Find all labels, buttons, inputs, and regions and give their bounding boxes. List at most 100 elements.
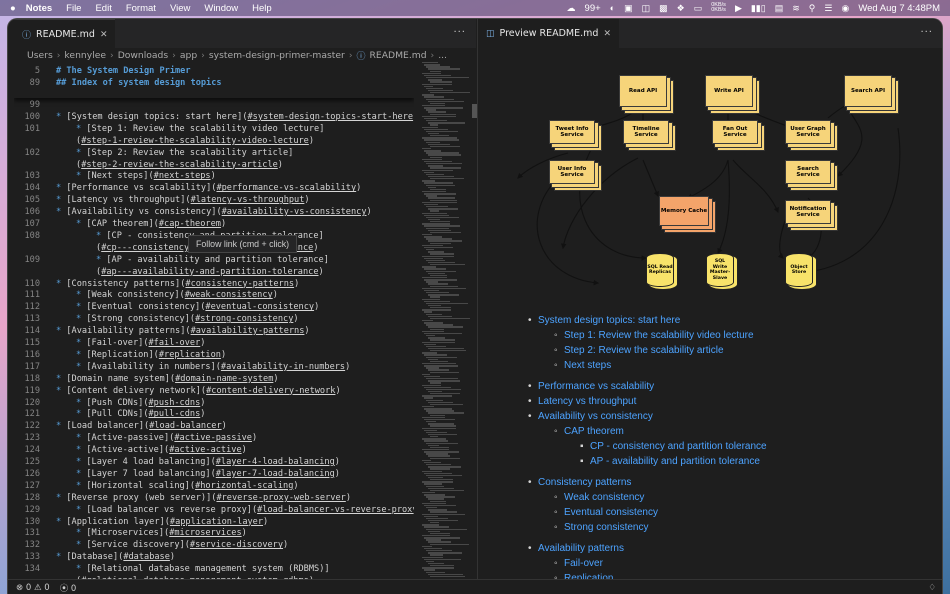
toc-link[interactable]: Availability patterns: [538, 543, 624, 554]
tab-readme[interactable]: ⓘ README.md ✕: [14, 19, 116, 49]
link-anchor[interactable]: (#eventual-consistency): [200, 302, 320, 313]
code-line[interactable]: * [Performance vs scalability](#performa…: [56, 183, 361, 193]
code-line[interactable]: * [Step 2: Review the scalability articl…: [76, 148, 293, 158]
code-editor[interactable]: 5 # The System Design Primer 89 ## Index…: [14, 62, 414, 582]
link-anchor[interactable]: (#active-active): [164, 445, 247, 456]
toc-link[interactable]: Eventual consistency: [564, 507, 658, 518]
link-anchor[interactable]: (#replication): [153, 349, 227, 360]
code-line[interactable]: * [Fail-over](#fail-over): [76, 338, 205, 348]
menu-help[interactable]: Help: [252, 2, 272, 14]
code-line[interactable]: * [Step 1: Review the scalability video …: [76, 124, 324, 134]
code-line[interactable]: * [CAP theorem](#cap-theorem): [76, 219, 226, 229]
code-line[interactable]: * [Layer 7 load balancing](#layer-7-load…: [76, 469, 340, 479]
minimap[interactable]: [422, 62, 470, 582]
toc-link[interactable]: CP - consistency and partition tolerance: [590, 441, 767, 452]
code-line[interactable]: * [Consistency patterns](#consistency-pa…: [56, 279, 299, 289]
link-anchor[interactable]: (#layer-4-load-balancing): [210, 457, 340, 467]
battery-icon[interactable]: ▮▮▯: [750, 2, 766, 13]
code-line[interactable]: * [AP - availability and partition toler…: [96, 255, 329, 265]
toc-link[interactable]: Latency vs throughput: [538, 396, 637, 407]
link-anchor[interactable]: (#layer-7-load-balancing): [210, 468, 340, 479]
toc-link[interactable]: Performance vs scalability: [538, 381, 655, 392]
toc-link[interactable]: System design topics: start here: [538, 315, 681, 326]
link-anchor[interactable]: (#microservices): [164, 528, 247, 539]
link-anchor[interactable]: (#domain-name-system): [169, 373, 279, 384]
link-anchor[interactable]: (#consistency-patterns): [180, 278, 300, 289]
code-line[interactable]: * [Pull CDNs](#pull-cdns): [76, 409, 205, 419]
link-anchor[interactable]: (#availability-vs-consistency): [216, 207, 372, 218]
link-anchor[interactable]: (#load-balancer-vs-reverse-proxy): [252, 505, 414, 515]
code-line[interactable]: * [Horizontal scaling](#horizontal-scali…: [76, 481, 299, 491]
breadcrumb-item[interactable]: README.md: [369, 49, 427, 61]
link-anchor[interactable]: (#performance-vs-scalability): [211, 183, 362, 194]
sticky-scroll-header[interactable]: 5 # The System Design Primer 89 ## Index…: [14, 62, 414, 98]
code-line[interactable]: * [Microservices](#microservices): [76, 528, 247, 538]
code-line[interactable]: * [Database](#database): [56, 552, 175, 562]
code-line[interactable]: * [Availability in numbers](#availabilit…: [76, 362, 350, 372]
menu-window[interactable]: Window: [204, 2, 239, 14]
code-line[interactable]: * [Reverse proxy (web server)](#reverse-…: [56, 493, 351, 503]
link-anchor[interactable]: (#application-layer): [164, 516, 269, 527]
toc-link[interactable]: Fail-over: [564, 558, 603, 569]
toc-link[interactable]: CAP theorem: [564, 426, 624, 437]
bell-icon[interactable]: ♢: [928, 582, 936, 593]
link-anchor[interactable]: (#next-steps): [148, 171, 216, 182]
menu-view[interactable]: View: [169, 2, 191, 14]
link-anchor[interactable]: (#cap-theorem): [153, 219, 227, 229]
toggle-icon[interactable]: ◐: [609, 3, 616, 13]
code-line-wrap[interactable]: (#step-1-review-the-scalability-video-le…: [76, 136, 314, 146]
code-line[interactable]: * [Eventual consistency](#eventual-consi…: [76, 302, 319, 312]
play-icon[interactable]: ▶: [734, 2, 742, 13]
breadcrumb-item[interactable]: ...: [438, 49, 447, 61]
link-anchor[interactable]: (#system-design-topics-start-here): [242, 111, 414, 122]
code-line[interactable]: * [Availability patterns](#availability-…: [56, 326, 310, 336]
spotlight-search-icon[interactable]: ⚲: [808, 2, 816, 13]
more-actions-icon[interactable]: ···: [920, 27, 933, 38]
toc-link[interactable]: Consistency patterns: [538, 477, 632, 488]
toc-link[interactable]: Step 2: Review the scalability article: [564, 345, 724, 356]
toc-link[interactable]: Replication: [564, 573, 613, 584]
menu-format[interactable]: Format: [125, 2, 156, 14]
breadcrumb-item[interactable]: Users: [27, 49, 53, 61]
clock[interactable]: Wed Aug 7 4:48PM: [858, 2, 940, 14]
link-anchor[interactable]: (#horizontal-scaling): [189, 480, 299, 491]
code-line[interactable]: * [Service discovery](#service-discovery…: [76, 540, 288, 550]
link-anchor[interactable]: (#fail-over): [143, 338, 206, 348]
link-anchor[interactable]: (#load-balancer): [144, 421, 227, 432]
link-anchor[interactable]: (#pull-cdns): [143, 409, 206, 420]
link-anchor[interactable]: (#availability-patterns): [185, 326, 310, 337]
code-line[interactable]: * [Load balancer](#load-balancer): [56, 421, 227, 431]
code-line[interactable]: * [Layer 4 load balancing](#layer-4-load…: [76, 457, 340, 467]
toc-link[interactable]: Weak consistency: [564, 492, 645, 503]
focus-icon[interactable]: ☁: [566, 2, 576, 13]
sidebar-icon[interactable]: ◫: [641, 2, 651, 13]
code-line[interactable]: * [Availability vs consistency](#availab…: [56, 207, 372, 217]
link-anchor[interactable]: (#step-1-review-the-scalability-video-le…: [76, 135, 315, 146]
screen-mirror-icon[interactable]: ▤: [774, 2, 784, 13]
menu-app-name[interactable]: Notes: [25, 2, 53, 14]
dropbox-icon[interactable]: ❖: [676, 2, 685, 13]
menu-file[interactable]: File: [66, 2, 82, 14]
apple-icon[interactable]: ●: [10, 2, 16, 14]
problems-indicator[interactable]: ⊗ 0 ⚠ 0: [16, 583, 50, 593]
code-line[interactable]: * [Next steps](#next-steps): [76, 171, 216, 181]
link-anchor[interactable]: (#content-delivery-network): [200, 385, 341, 396]
close-icon[interactable]: ✕: [603, 28, 611, 39]
link-anchor[interactable]: (#active-passive): [169, 433, 258, 444]
scrollbar-thumb[interactable]: [472, 104, 478, 118]
display-icon[interactable]: ▣: [624, 2, 633, 13]
breadcrumb-item[interactable]: app: [179, 49, 198, 61]
link-anchor[interactable]: (#weak-consistency): [179, 290, 278, 301]
code-line[interactable]: * [Latency vs throughput](#latency-vs-th…: [56, 195, 310, 205]
code-line-wrap[interactable]: (#step-2-review-the-scalability-article): [76, 160, 283, 170]
close-icon[interactable]: ✕: [99, 29, 108, 40]
code-line[interactable]: * [Content delivery network](#content-de…: [56, 386, 341, 396]
control-center-icon[interactable]: ☰: [824, 2, 833, 13]
link-anchor[interactable]: (#reverse-proxy-web-server): [211, 492, 351, 503]
code-line-wrap[interactable]: (#ap---availability-and-partition-tolera…: [96, 267, 324, 277]
image-icon[interactable]: ▩: [659, 2, 668, 13]
breadcrumb-item[interactable]: system-design-primer-master: [208, 49, 345, 61]
link-anchor[interactable]: (#step-2-review-the-scalability-article): [76, 159, 283, 170]
link-anchor[interactable]: (#service-discovery): [184, 540, 289, 551]
code-line[interactable]: * [Active-passive](#active-passive): [76, 433, 257, 443]
